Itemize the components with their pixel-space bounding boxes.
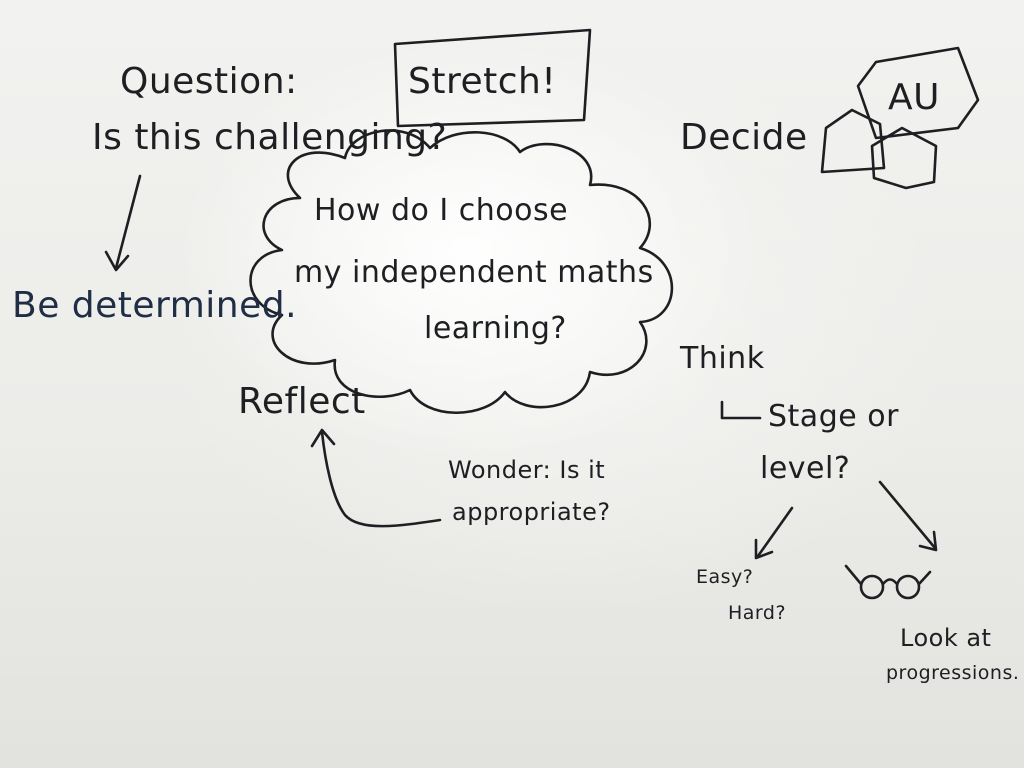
hexagon-left xyxy=(820,108,886,174)
glasses-icon xyxy=(844,564,932,600)
cloud-line-3: learning? xyxy=(424,311,567,346)
hexagon-right xyxy=(870,126,938,190)
reflect-label: Reflect xyxy=(238,381,366,422)
think-label: Think xyxy=(680,341,765,376)
arrow-to-look xyxy=(878,480,937,550)
arrow-to-easy xyxy=(756,506,794,558)
decide-label: Decide xyxy=(680,117,808,158)
easy-label: Easy? xyxy=(696,566,754,588)
be-determined: Be determined. xyxy=(12,285,298,326)
return-arrow-icon xyxy=(320,430,442,528)
hard-label: Hard? xyxy=(728,602,787,624)
question-label: Question: xyxy=(120,61,298,102)
look-line-1: Look at xyxy=(900,624,992,652)
wonder-line-1: Wonder: Is it xyxy=(448,456,606,484)
think-hook-arrow xyxy=(720,400,762,420)
wonder-line-2: appropriate? xyxy=(452,498,611,526)
look-line-2: progressions. xyxy=(886,662,1020,684)
stage-line-1: Stage or xyxy=(768,399,899,434)
cloud-line-2: my independent maths xyxy=(294,255,654,290)
arrow-down-left xyxy=(114,174,142,270)
stage-line-2: level? xyxy=(760,451,851,486)
thought-cloud xyxy=(249,129,674,415)
stretch-label: Stretch! xyxy=(408,61,557,102)
challenging-question: Is this challenging? xyxy=(92,117,448,158)
au-label: AU xyxy=(888,77,940,118)
stretch-box xyxy=(393,28,592,128)
cloud-line-1: How do I choose xyxy=(314,193,569,228)
hexagon-large xyxy=(856,46,980,140)
